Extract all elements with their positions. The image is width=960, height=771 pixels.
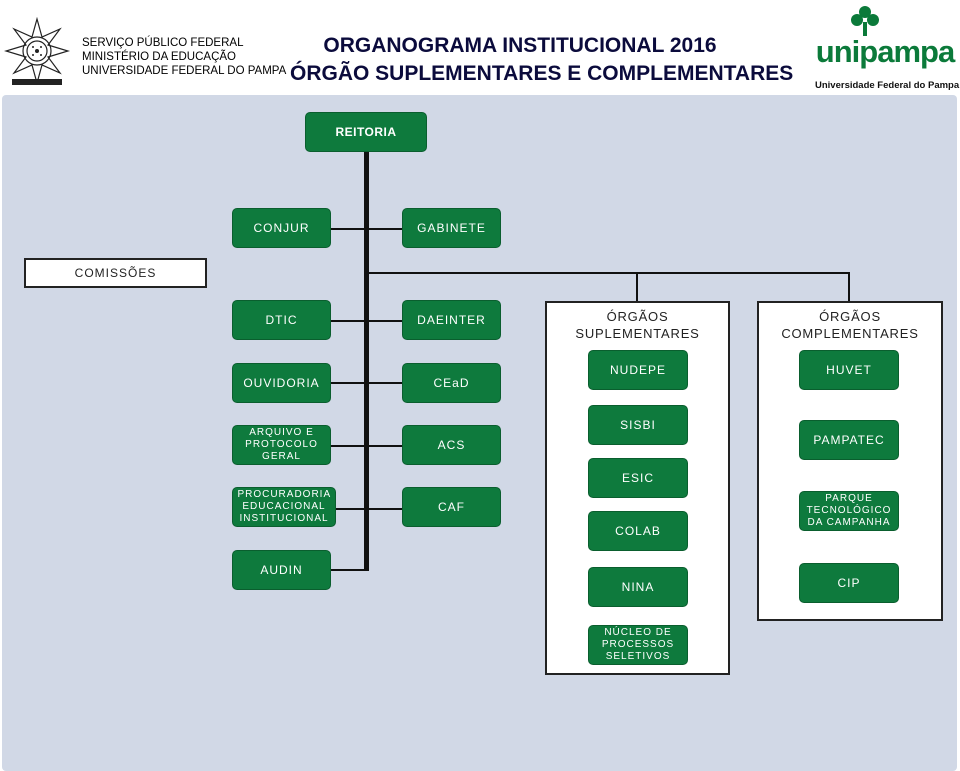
- nina-box: NINA: [588, 567, 688, 607]
- suplementares-drop: [636, 272, 638, 302]
- government-header: SERVIÇO PÚBLICO FEDERAL MINISTÉRIO DA ED…: [82, 36, 286, 78]
- audin-box: AUDIN: [232, 550, 331, 590]
- nudepe-box: NUDEPE: [588, 350, 688, 390]
- complementares-drop: [848, 272, 850, 302]
- gov-line-university: UNIVERSIDADE FEDERAL DO PAMPA: [82, 65, 287, 77]
- arquivo-protocolo-box: ARQUIVO E PROTOCOLO GERAL: [232, 425, 331, 465]
- clover-icon: [851, 6, 879, 36]
- logo-wordmark: unipampa: [815, 34, 955, 69]
- cead-box: CEaD: [402, 363, 501, 403]
- gov-line-ministry: MINISTÉRIO DA EDUCAÇÃO: [82, 51, 236, 63]
- sisbi-box: SISBI: [588, 405, 688, 445]
- audin-connector: [331, 569, 369, 571]
- colab-box: COLAB: [588, 511, 688, 551]
- daeinter-box: DAEINTER: [402, 300, 501, 340]
- procuradoria-caf-connector: [336, 508, 403, 510]
- gabinete-box: GABINETE: [402, 208, 501, 248]
- comissoes-label: COMISSÕES: [74, 266, 157, 280]
- ouvidoria-box: OUVIDORIA: [232, 363, 331, 403]
- title-line-1: ORGANOGRAMA INSTITUCIONAL 2016: [323, 34, 717, 57]
- parque-tecnologico-box: PARQUE TECNOLÓGICO DA CAMPANHA: [799, 491, 899, 531]
- procuradoria-box: PROCURADORIA EDUCACIONAL INSTITUCIONAL: [232, 487, 336, 527]
- gov-line-service: SERVIÇO PÚBLICO FEDERAL: [82, 37, 244, 49]
- huvet-box: HUVET: [799, 350, 899, 390]
- ouvidoria-cead-connector: [331, 382, 403, 384]
- esic-box: ESIC: [588, 458, 688, 498]
- dtic-box: DTIC: [232, 300, 331, 340]
- cip-box: CIP: [799, 563, 899, 603]
- national-coat-of-arms-icon: [4, 17, 70, 86]
- caf-box: CAF: [402, 487, 501, 527]
- acs-box: ACS: [402, 425, 501, 465]
- top-horizontal-connector: [364, 272, 850, 274]
- logo-subtitle: Universidade Federal do Pampa: [815, 80, 960, 91]
- dtic-daeinter-connector: [331, 320, 403, 322]
- pampatec-box: PAMPATEC: [799, 420, 899, 460]
- nucleo-processos-seletivos-box: NÚCLEO DE PROCESSOS SELETIVOS: [588, 625, 688, 665]
- main-vertical-line: [364, 152, 369, 570]
- comissoes-box: COMISSÕES: [24, 258, 207, 288]
- suplementares-title: ÓRGÃOS SUPLEMENTARES: [575, 309, 700, 341]
- reitoria-box: REITORIA: [305, 112, 427, 152]
- conjur-gabinete-connector: [331, 228, 403, 230]
- conjur-box: CONJUR: [232, 208, 331, 248]
- title-line-2: ÓRGÃO SUPLEMENTARES E COMPLEMENTARES: [290, 62, 794, 85]
- unipampa-logo: unipampa Universidade Federal do Pampa: [815, 4, 960, 94]
- complementares-title: ÓRGÃOS COMPLEMENTARES: [781, 309, 919, 341]
- header: SERVIÇO PÚBLICO FEDERAL MINISTÉRIO DA ED…: [0, 0, 960, 95]
- page-title: ORGANOGRAMA INSTITUCIONAL 2016 ÓRGÃO SUP…: [290, 32, 794, 88]
- arquivo-acs-connector: [331, 445, 403, 447]
